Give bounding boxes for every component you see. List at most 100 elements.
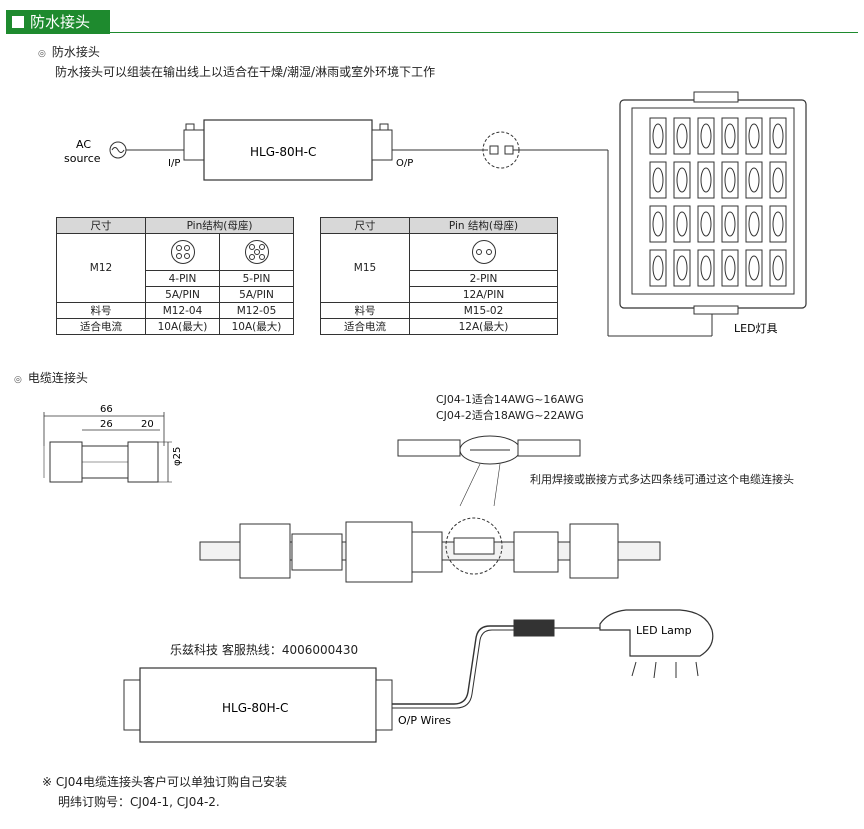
m12-rating-a: 5A/PIN — [145, 286, 220, 303]
led-module-lens — [676, 255, 688, 281]
led-module-lens — [652, 167, 664, 193]
op-label: O/P — [396, 158, 413, 169]
led-module — [769, 117, 787, 155]
m15-size-header: 尺寸 — [320, 217, 410, 234]
m12-pin-b: 5-PIN — [219, 270, 294, 287]
led-grid — [649, 117, 787, 287]
dim-a: 26 — [100, 419, 113, 430]
wire-note: 利用焊接或嵌接方式多达四条线可通过这个电缆连接头 — [530, 473, 794, 486]
led-lamp-shape — [599, 609, 714, 657]
connector-female-icon — [504, 145, 514, 155]
led-lamp-label: LED Lamp — [636, 624, 692, 637]
led-module-lens — [724, 167, 736, 193]
m12-size-header: 尺寸 — [56, 217, 146, 234]
bullet-icon: ◎ — [38, 49, 46, 59]
header-divider — [6, 32, 858, 33]
output-cable — [392, 625, 514, 705]
waterproof-wiring-diagram: AC source I/P HLG-80H-C O/P LED灯具 — [64, 91, 807, 337]
led-module-lens — [724, 255, 736, 281]
led-module — [697, 161, 715, 199]
led-module-lens — [748, 211, 760, 237]
led-module — [769, 205, 787, 243]
m12-pin-header: Pin结构(母座) — [145, 217, 294, 234]
driver-right-cap — [371, 129, 393, 161]
m12-pin-a: 4-PIN — [145, 270, 220, 287]
m15-rating: 12A/PIN — [409, 286, 558, 303]
driver-left-cap — [183, 129, 205, 161]
led-module — [721, 117, 739, 155]
m12-rating-b: 5A/PIN — [219, 286, 294, 303]
led-module-lens — [676, 123, 688, 149]
dim-left-nut — [49, 441, 83, 483]
led-module-lens — [772, 211, 784, 237]
source-label: source — [64, 152, 101, 165]
m12-spec-table: 尺寸 Pin结构(母座) M12 4-PIN 5-PIN 5A/PIN 5A/P… — [56, 217, 294, 335]
led-module-lens — [724, 211, 736, 237]
led-module-lens — [700, 167, 712, 193]
m12-current-b: 10A(最大) — [219, 318, 294, 335]
led-module-lens — [676, 211, 688, 237]
dim-diameter: φ25 — [172, 447, 183, 466]
led-module — [745, 205, 763, 243]
led-module — [649, 161, 667, 199]
footer-note: ※ CJ04电缆连接头客户可以单独订购自己安装 — [42, 775, 288, 789]
dim-right-nut — [127, 441, 159, 483]
led-module-lens — [748, 167, 760, 193]
inline-connector-icon — [513, 619, 555, 637]
dim-b: 20 — [141, 419, 154, 430]
m12-part-label: 料号 — [56, 302, 146, 319]
led-label: LED灯具 — [734, 322, 778, 335]
led-module-lens — [700, 211, 712, 237]
led-module — [673, 161, 691, 199]
bullet-icon: ◎ — [14, 375, 22, 385]
cable-wiring-diagram: HLG-80H-C O/P Wires LED Lamp — [123, 609, 714, 743]
right-gland-body — [513, 531, 559, 573]
footer-order: 明纬订购号：CJ04-1, CJ04-2. — [58, 795, 220, 809]
led-module — [721, 249, 739, 287]
led-module-lens — [676, 167, 688, 193]
led-module — [745, 117, 763, 155]
led-module — [649, 117, 667, 155]
led-module — [649, 249, 667, 287]
m12-4pin-icon — [145, 233, 220, 271]
led-module-lens — [700, 123, 712, 149]
led-module — [697, 205, 715, 243]
cable-subtitle: ◎电缆连接头 — [14, 371, 88, 385]
driver2-model-label: HLG-80H-C — [222, 701, 288, 715]
led-module-lens — [772, 167, 784, 193]
led-module-lens — [652, 123, 664, 149]
m15-current-label: 适合电流 — [320, 318, 410, 335]
led-module — [673, 117, 691, 155]
ac-label: AC — [76, 138, 91, 151]
cable-connector-drawing: 66 26 20 φ25 — [43, 404, 661, 583]
waterproof-subtitle: ◎防水接头 — [38, 45, 100, 59]
led-module-lens — [652, 255, 664, 281]
ip-label: I/P — [168, 158, 180, 169]
m15-spec-table: 尺寸 Pin 结构(母座) M15 2-PIN 12A/PIN 料号 M15-0… — [320, 217, 558, 335]
led-module — [673, 249, 691, 287]
dim-total: 66 — [100, 404, 113, 415]
section-title: 防水接头 — [30, 13, 91, 31]
led-module — [745, 249, 763, 287]
coupling-thread — [411, 531, 443, 573]
m12-current-a: 10A(最大) — [145, 318, 220, 335]
cj04-2-spec: CJ04-2适合18AWG~22AWG — [436, 409, 584, 422]
led-module — [769, 249, 787, 287]
m15-pin: 2-PIN — [409, 270, 558, 287]
led-module — [721, 205, 739, 243]
led-module-lens — [748, 123, 760, 149]
coupling-body — [345, 521, 413, 583]
left-gland-body — [291, 533, 343, 571]
m12-size-value: M12 — [56, 233, 146, 303]
m12-part-a: M12-04 — [145, 302, 220, 319]
splice-circle — [445, 517, 503, 575]
m15-part: M15-02 — [409, 302, 558, 319]
driver2-box — [139, 667, 377, 743]
m12-part-b: M12-05 — [219, 302, 294, 319]
led-module — [745, 161, 763, 199]
op-wires-label: O/P Wires — [398, 714, 451, 727]
cj04-1-spec: CJ04-1适合14AWG~16AWG — [436, 393, 584, 406]
led-module-lens — [724, 123, 736, 149]
led-module-lens — [652, 211, 664, 237]
m15-pin-header: Pin 结构(母座) — [409, 217, 558, 234]
